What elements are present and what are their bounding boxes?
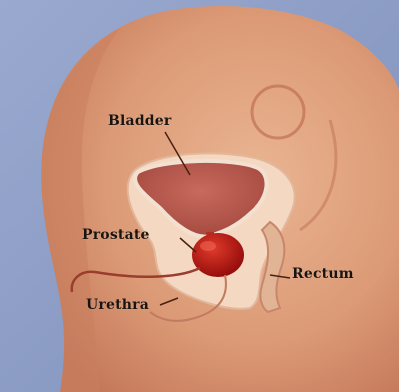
label-rectum: Rectum — [292, 266, 354, 282]
label-bladder: Bladder — [108, 113, 171, 129]
label-urethra: Urethra — [86, 297, 149, 313]
prostate-gland — [192, 233, 244, 277]
label-prostate: Prostate — [82, 227, 150, 243]
